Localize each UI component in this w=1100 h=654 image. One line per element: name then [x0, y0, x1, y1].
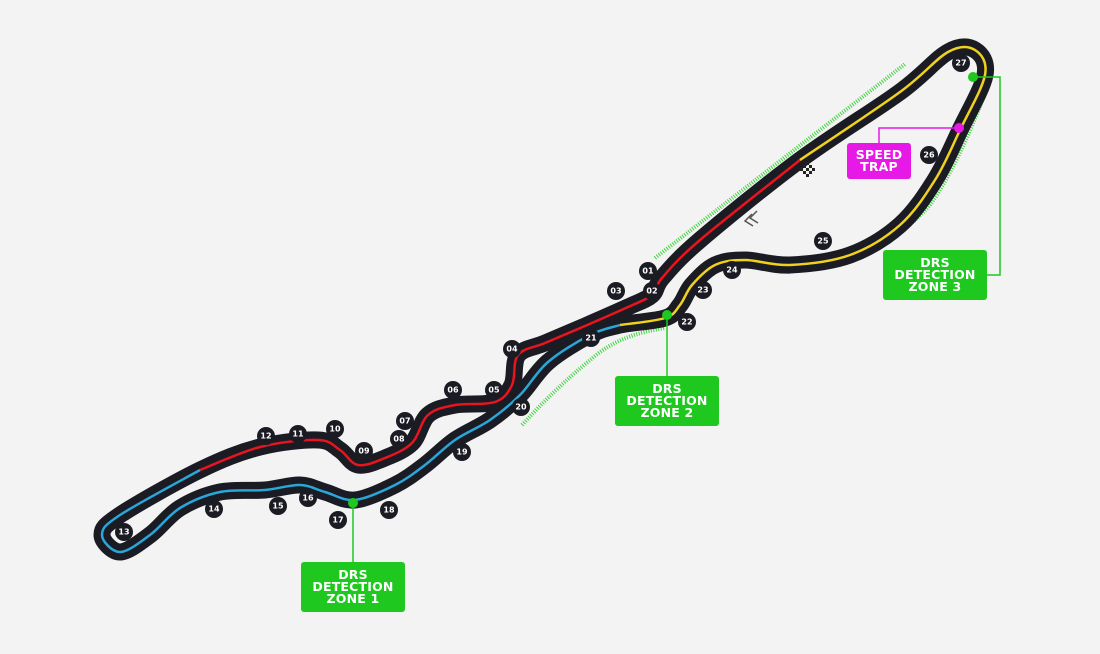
turn-number: 11	[292, 430, 304, 439]
turn-marker-25: 25	[814, 232, 832, 250]
turn-marker-07: 07	[396, 412, 414, 430]
turn-marker-14: 14	[205, 500, 223, 518]
turn-marker-12: 12	[257, 427, 275, 445]
turn-number: 22	[681, 318, 692, 327]
turn-marker-04: 04	[503, 340, 521, 358]
turn-marker-27: 27	[952, 54, 970, 72]
label-line: DRS	[920, 255, 950, 270]
turn-marker-19: 19	[453, 443, 471, 461]
turn-number: 15	[272, 502, 284, 511]
turn-marker-10: 10	[326, 420, 344, 438]
track-surface	[93, 38, 995, 561]
label-line: SPEED	[855, 147, 903, 162]
turn-number: 06	[447, 386, 459, 395]
turn-number: 13	[118, 528, 129, 537]
turn-number: 09	[358, 447, 370, 456]
turn-number: 02	[646, 287, 657, 296]
turn-number: 08	[393, 435, 405, 444]
turn-number: 04	[506, 345, 518, 354]
turn-number: 17	[332, 516, 343, 525]
callout-line	[973, 76, 1001, 276]
label-line: DETECTION	[626, 393, 708, 408]
turn-marker-18: 18	[380, 501, 398, 519]
label-line: DRS	[338, 567, 368, 582]
turn-marker-11: 11	[289, 425, 307, 443]
turn-number: 27	[955, 59, 966, 68]
turn-marker-20: 20	[512, 398, 530, 416]
callout-lines	[352, 76, 1001, 562]
turn-marker-03: 03	[607, 282, 625, 300]
turn-number: 21	[585, 334, 597, 343]
checkered-flag-icon	[800, 162, 815, 177]
drs-detection-zone-3-label: DRS DETECTION ZONE 3	[883, 250, 987, 300]
label-line: ZONE 3	[908, 279, 962, 294]
turn-number: 07	[399, 417, 410, 426]
label-line: DRS	[652, 381, 682, 396]
sector-3-line	[619, 45, 987, 327]
turn-number: 24	[726, 266, 738, 275]
turn-number: 12	[260, 432, 271, 441]
turn-marker-02: 02	[643, 282, 661, 300]
speed-trap-label: SPEED TRAP	[847, 143, 911, 179]
drs-detection-point-1	[348, 498, 358, 508]
label-line: ZONE 1	[326, 591, 380, 606]
drs-detection-zone-2-label: DRS DETECTION ZONE 2	[615, 376, 719, 426]
label-line: TRAP	[860, 159, 898, 174]
turn-marker-16: 16	[299, 489, 317, 507]
speed-trap-point	[954, 123, 964, 133]
turn-number: 26	[923, 151, 935, 160]
turn-number: 05	[488, 386, 500, 395]
turn-number: 20	[515, 403, 527, 412]
turn-marker-21: 21	[582, 329, 600, 347]
drs-zone-kerb	[520, 326, 666, 427]
turn-marker-05: 05	[485, 381, 503, 399]
drs-detection-point-3	[968, 72, 978, 82]
turn-number: 23	[697, 286, 708, 295]
turn-number: 03	[610, 287, 621, 296]
callout-line	[878, 127, 959, 143]
drs-kerbs	[520, 62, 989, 427]
turn-number: 25	[817, 237, 829, 246]
label-line: DETECTION	[312, 579, 394, 594]
turn-marker-08: 08	[390, 430, 408, 448]
turn-marker-26: 26	[920, 146, 938, 164]
drs-zone-kerb	[653, 62, 907, 260]
turn-number: 16	[302, 494, 314, 503]
turn-number: 14	[208, 505, 220, 514]
turn-marker-17: 17	[329, 511, 347, 529]
turn-number: 10	[329, 425, 341, 434]
label-line: DETECTION	[894, 267, 976, 282]
turn-number: 18	[383, 506, 395, 515]
label-line: ZONE 2	[640, 405, 694, 420]
turn-markers: 01 02 03 04 05 06 07 08 09 10 11 12 13 14 15 16 17 18 19 20…	[115, 54, 970, 541]
turn-number: 19	[456, 448, 468, 457]
turn-marker-22: 22	[678, 313, 696, 331]
turn-marker-24: 24	[723, 261, 741, 279]
direction-chevron-icon	[743, 210, 759, 227]
sector-2-line	[100, 323, 621, 554]
turn-marker-15: 15	[269, 497, 287, 515]
turn-marker-23: 23	[694, 281, 712, 299]
drs-detection-zone-1-label: DRS DETECTION ZONE 1	[301, 562, 405, 612]
turn-marker-09: 09	[355, 442, 373, 460]
turn-marker-01: 01	[639, 262, 657, 280]
turn-marker-06: 06	[444, 381, 462, 399]
turn-number: 01	[642, 267, 654, 276]
turn-marker-13: 13	[115, 523, 133, 541]
drs-detection-point-2	[662, 310, 672, 320]
